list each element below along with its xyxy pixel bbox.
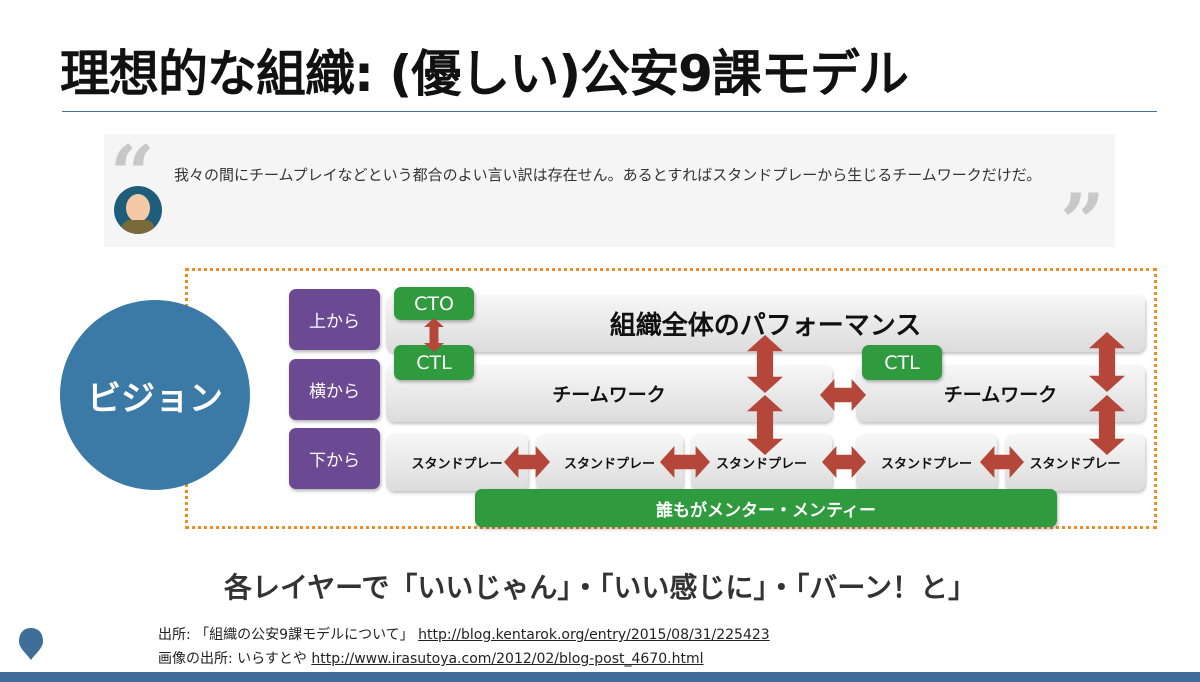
title-divider: [62, 111, 1157, 112]
standplay-box: スタンドプレー: [856, 434, 997, 491]
double-arrow-icon: [1089, 332, 1125, 392]
layer-side: 横から: [289, 359, 380, 420]
speech-pin-icon: [19, 628, 43, 660]
footer-bar: [0, 672, 1200, 682]
quote-text: 我々の間にチームプレイなどという都合のよい言い訳は存在せん。あるとすればスタンド…: [174, 166, 1042, 184]
ctl-badge-right: CTL: [862, 345, 942, 380]
image-source-link[interactable]: http://www.irasutoya.com/2012/02/blog-po…: [311, 651, 704, 667]
source-line-1: 出所: 「組織の公安9課モデルについて」 http://blog.kentaro…: [158, 624, 770, 644]
layer-bottom: 下から: [289, 428, 380, 489]
double-arrow-icon: [747, 395, 783, 455]
quote-box: “ 我々の間にチームプレイなどという都合のよい言い訳は存在せん。あるとすればスタ…: [104, 134, 1115, 262]
standplay-box: スタンドプレー: [386, 434, 528, 491]
tagline: 各レイヤーで「いいじゃん」・「いい感じに」・「バーン！と」: [223, 571, 977, 604]
avatar: [114, 186, 162, 234]
standplay-box: スタンドプレー: [536, 434, 683, 491]
image-source-label: 画像の出所: いらすとや: [158, 651, 312, 667]
double-arrow-icon: [660, 446, 710, 478]
layer-top: 上から: [289, 289, 380, 350]
double-arrow-icon: [747, 335, 783, 393]
double-arrow-icon: [424, 318, 444, 352]
vision-circle: ビジョン: [60, 300, 250, 490]
source-line-2: 画像の出所: いらすとや http://www.irasutoya.com/20…: [158, 648, 704, 668]
cto-badge: CTO: [394, 287, 474, 320]
double-arrow-icon: [980, 446, 1024, 478]
double-arrow-icon: [504, 446, 550, 478]
double-arrow-icon: [820, 379, 866, 411]
source-label: 出所: 「組織の公安9課モデルについて」: [158, 627, 419, 643]
source-link[interactable]: http://blog.kentarok.org/entry/2015/08/3…: [418, 627, 770, 643]
slide-title: 理想的な組織: (優しい)公安9課モデル: [60, 45, 909, 103]
double-arrow-icon: [1089, 395, 1125, 455]
double-arrow-icon: [822, 446, 866, 478]
standplay-box: スタンドプレー: [1005, 434, 1145, 491]
close-quote-icon: ”: [1060, 177, 1105, 268]
mentor-bar: 誰もがメンター・メンティー: [475, 489, 1057, 527]
